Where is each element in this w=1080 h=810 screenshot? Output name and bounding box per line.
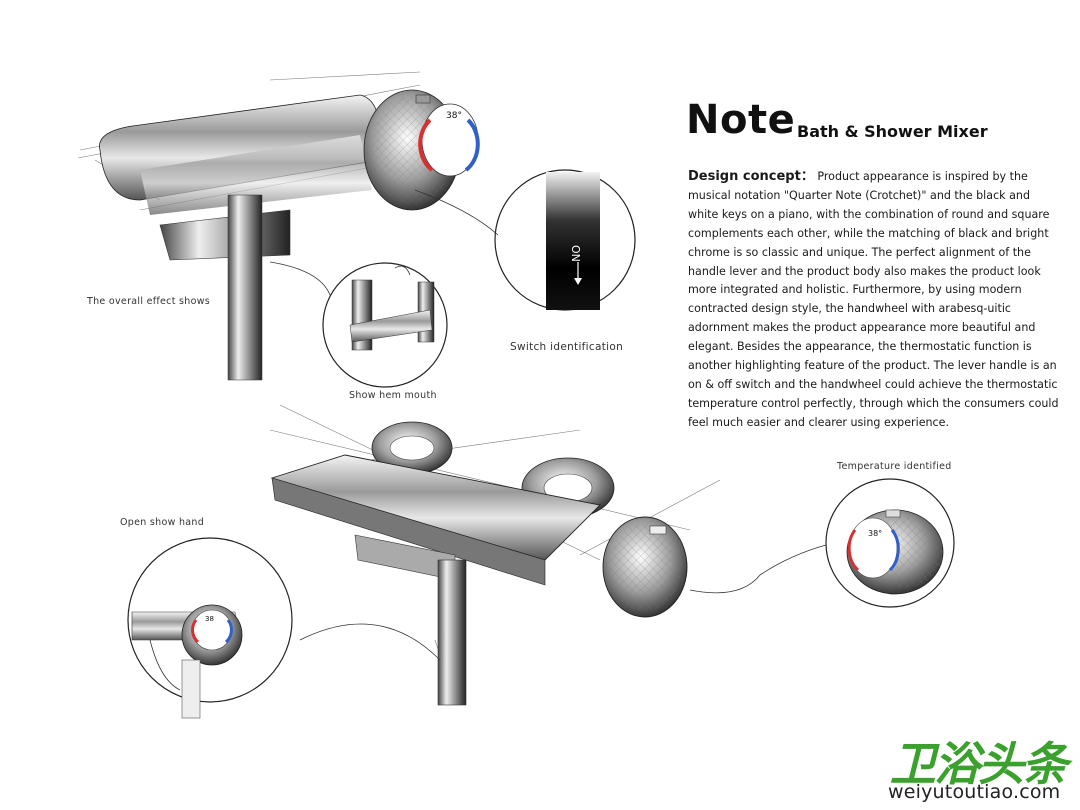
watermark-url: weiyutoutiao.com — [888, 781, 1061, 803]
design-concept: Design concept： Product appearance is in… — [688, 168, 1060, 433]
temperature-detail — [825, 478, 955, 608]
top-spout — [99, 89, 480, 381]
concept-heading: Design concept： — [688, 169, 814, 184]
label-overall-effect: The overall effect shows — [87, 296, 211, 307]
open-hand-detail — [127, 537, 293, 719]
label-temperature: Temperature identified — [837, 461, 952, 472]
hem-mouth-detail — [322, 262, 448, 388]
page-subtitle: Bath & Shower Mixer — [797, 122, 988, 141]
watermark-logo: 卫浴头条 — [890, 737, 1068, 791]
bottom-mixer — [270, 421, 688, 706]
switch-on-text: ON — [569, 245, 582, 262]
concept-body: Product appearance is inspired by the mu… — [688, 170, 1059, 429]
dial-temp-detail: 38° — [868, 529, 882, 538]
label-switch-id: Switch identification — [510, 341, 624, 353]
page-title: Note — [686, 97, 796, 143]
label-open-hand: Open show hand — [120, 517, 205, 528]
label-hem-mouth: Show hem mouth — [349, 390, 437, 401]
switch-detail — [494, 169, 636, 311]
dial-temp-top: 38° — [446, 111, 462, 121]
dial-temp-hand: 38 — [205, 615, 214, 623]
